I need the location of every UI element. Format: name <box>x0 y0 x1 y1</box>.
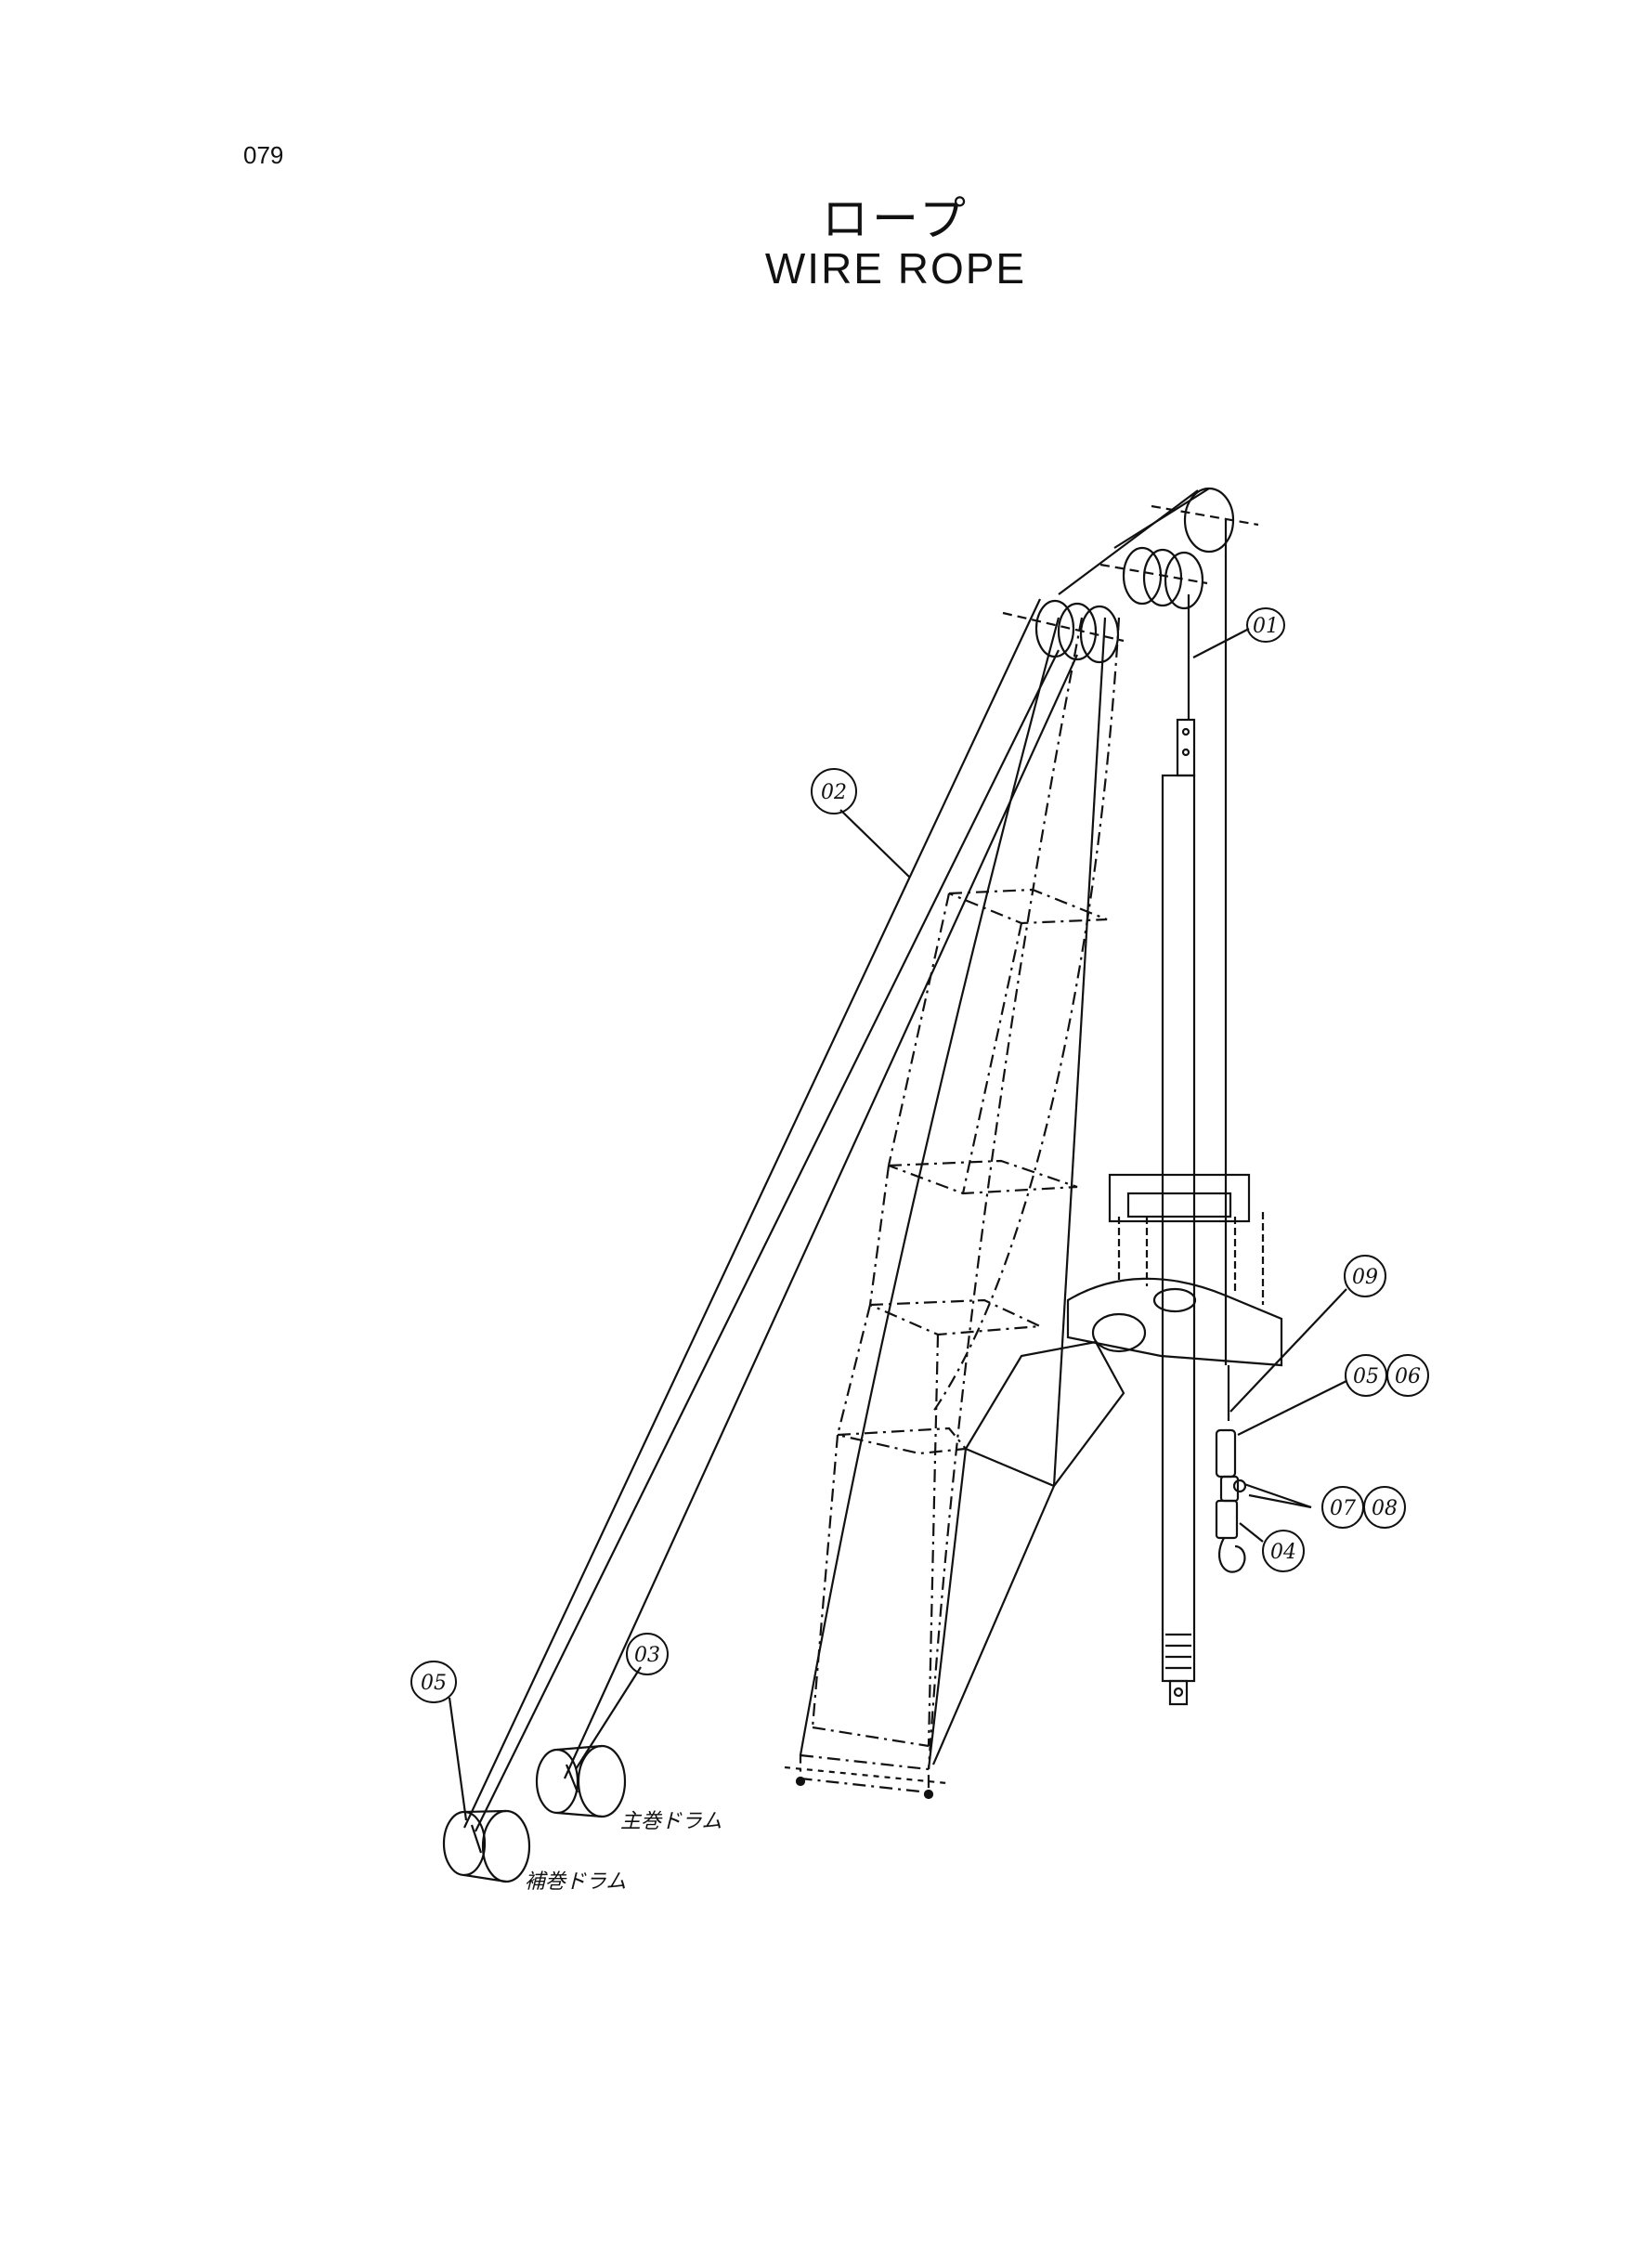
callout-05a-label: 05 <box>421 1672 447 1695</box>
callout-03-label: 03 <box>634 1644 660 1667</box>
callout-09-label: 09 <box>1352 1266 1378 1289</box>
aux-drum <box>444 1811 529 1882</box>
callout-04-label: 04 <box>1270 1541 1296 1564</box>
callout-01-label: 01 <box>1253 615 1279 638</box>
rotary-structure <box>1068 1175 1281 1365</box>
callout-05b-label: 05 <box>1353 1365 1379 1388</box>
callout-06-label: 06 <box>1395 1365 1421 1388</box>
callout-08-label: 08 <box>1372 1497 1398 1520</box>
boom-top-sheaves <box>1003 489 1258 662</box>
callout-07-label: 07 <box>1330 1497 1356 1520</box>
callout-leaders <box>449 629 1346 1820</box>
main-drum-label: 主巻ドラム <box>620 1810 722 1833</box>
hook-block <box>1216 1365 1245 1572</box>
callout-02-label: 02 <box>821 781 847 804</box>
aux-drum-label: 補巻ドラム <box>525 1870 626 1894</box>
main-drum <box>537 1746 625 1817</box>
